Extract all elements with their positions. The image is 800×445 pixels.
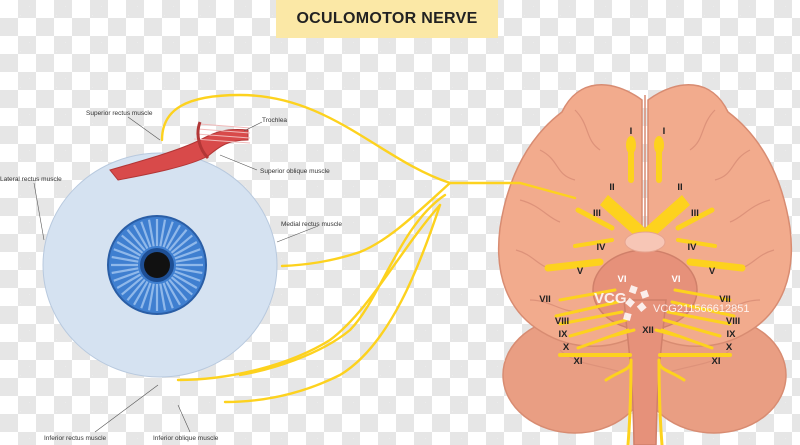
iris-fiber: [172, 241, 198, 257]
cn-label-VI-left: VI: [618, 274, 627, 285]
watermark: VCG VCG211566612851: [594, 285, 749, 321]
branch-inferior-oblique: [223, 203, 442, 404]
brain: I I II II III III IV IV V V VI VI VII VI…: [497, 84, 793, 445]
iris-fiber: [126, 278, 146, 301]
cn-label-XI-left: XI: [574, 356, 583, 367]
iris-fiber: [159, 283, 167, 311]
cn-label-XII: XII: [642, 325, 654, 336]
iris-fiber: [133, 280, 149, 306]
iris-fiber: [168, 229, 188, 252]
iris-fiber: [165, 280, 181, 306]
optic-chiasm: [600, 195, 690, 238]
cn-label-VI-right: VI: [672, 274, 681, 285]
iris-fibers: [111, 219, 203, 311]
iris-fiber: [147, 283, 155, 311]
cn-label-VIII-right: VIII: [726, 316, 740, 327]
iris-fiber: [140, 221, 152, 248]
cn-label-IV-left: IV: [597, 242, 607, 253]
cn-label-III-left: III: [593, 208, 601, 219]
branch-superior-rectus: [160, 93, 577, 200]
iris-fiber: [170, 234, 193, 254]
cn-label-IX-right: IX: [727, 329, 737, 340]
iris-fiber: [175, 267, 203, 275]
label-inferior-oblique: Inferior oblique muscle: [153, 435, 219, 442]
iris-fiber: [111, 267, 139, 275]
branch-medial-rectus: [280, 181, 452, 268]
iris-fiber: [175, 255, 203, 263]
branch-accessory: [238, 193, 447, 377]
cn-label-XI-right: XI: [712, 356, 721, 367]
iris-fiber: [121, 276, 144, 296]
iris-fiber: [111, 255, 139, 263]
brainstem: [623, 299, 667, 445]
iris-fiber: [116, 241, 142, 257]
iris-fiber: [162, 282, 174, 309]
pupil: [144, 252, 170, 278]
iris-fiber: [168, 278, 188, 301]
cn-label-I-right: I: [663, 126, 666, 137]
iris-fiber: [170, 276, 193, 296]
cn-label-IV-right: IV: [688, 242, 698, 253]
iris-fiber: [162, 221, 174, 248]
iris-fiber: [121, 234, 144, 254]
cn-label-X-left: X: [563, 342, 570, 353]
cn-label-X-right: X: [726, 342, 733, 353]
label-inferior-rectus: Inferior rectus muscle: [44, 435, 107, 442]
label-superior-rectus: Superior rectus muscle: [86, 110, 153, 117]
cn-label-VII-left: VII: [539, 294, 551, 305]
cn-label-IX-left: IX: [559, 329, 569, 340]
watermark-logo: VCG: [594, 290, 627, 307]
leader-lines: [33, 116, 319, 433]
label-trochlea: Trochlea: [262, 117, 287, 124]
diagram-title: OCULOMOTOR NERVE: [296, 10, 478, 27]
iris-fiber: [147, 219, 155, 247]
label-superior-oblique: Superior oblique muscle: [260, 168, 330, 175]
superior-oblique-muscle: [109, 129, 249, 181]
iris-fiber: [165, 224, 181, 250]
eyeball: [42, 121, 278, 378]
watermark-emblem-icon: [623, 285, 650, 321]
label-medial-rectus: Medial rectus muscle: [281, 221, 342, 228]
cn-label-III-right: III: [691, 208, 699, 219]
trochlea-tendon: [193, 123, 251, 144]
label-lateral-rectus: Lateral rectus muscle: [0, 176, 62, 183]
iris-fiber: [172, 273, 198, 289]
cn-label-II-left: II: [609, 182, 614, 193]
cn-label-V-right: V: [709, 266, 716, 277]
iris-fiber: [174, 270, 201, 282]
iris-fiber: [126, 229, 146, 252]
iris-fiber: [113, 248, 140, 260]
watermark-id: VCG211566612851: [653, 303, 749, 315]
cn-label-VIII-left: VIII: [555, 316, 569, 327]
cn-label-VII-right: VII: [719, 294, 731, 305]
branch-inferior-rectus: [176, 203, 442, 382]
oculomotor-nerve-branches: [160, 93, 577, 404]
cn-label-V-left: V: [577, 266, 584, 277]
iris-fiber: [159, 219, 167, 247]
cn-label-I-left: I: [630, 126, 633, 137]
title-banner: OCULOMOTOR NERVE: [276, 0, 498, 38]
mammillary-bodies: [624, 231, 666, 253]
iris-fiber: [174, 248, 201, 260]
cranial-nerve-roots: [544, 207, 746, 445]
iris-fiber: [116, 273, 142, 289]
cn-label-II-right: II: [677, 182, 682, 193]
iris-fiber: [113, 270, 140, 282]
iris-fiber: [140, 282, 152, 309]
iris-fiber: [133, 224, 149, 250]
